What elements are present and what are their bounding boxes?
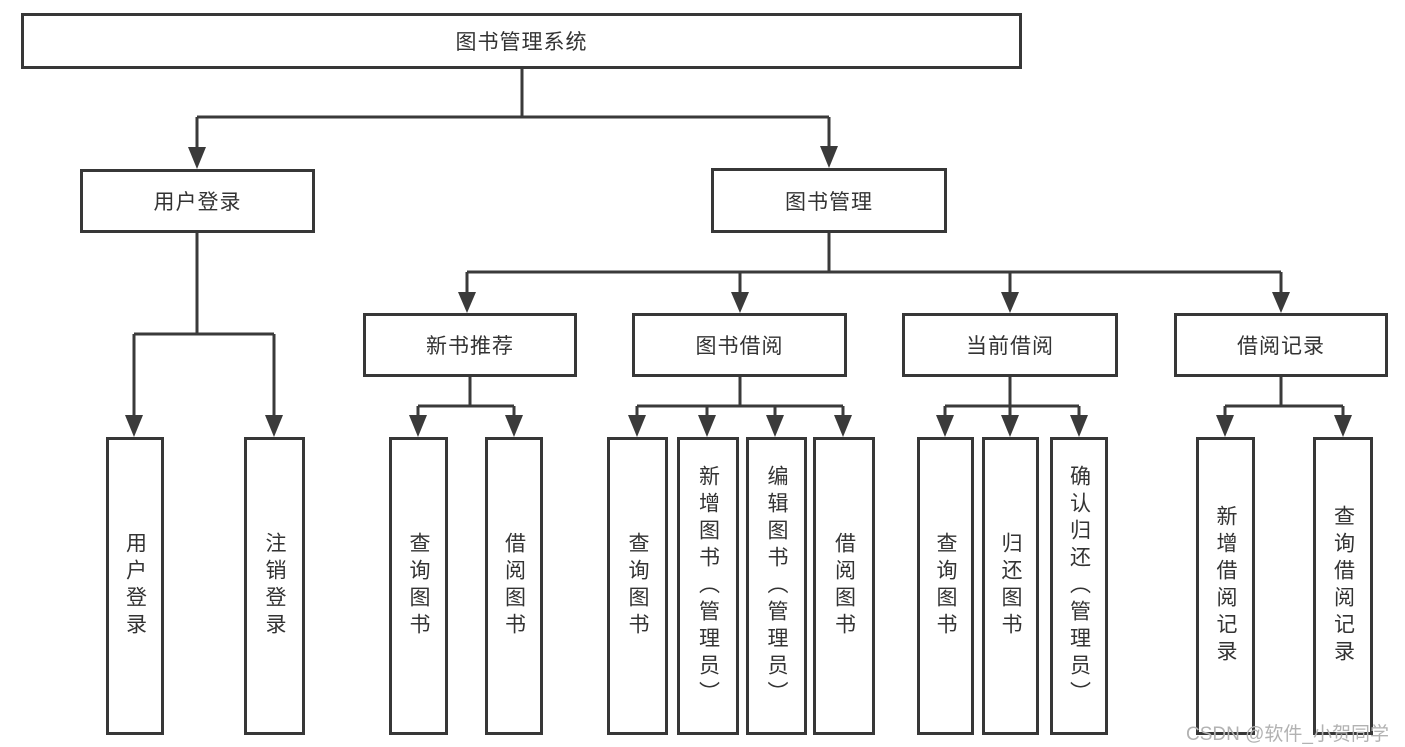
- leaf-user-login: 用户登录: [106, 437, 164, 735]
- leaf-edit-books-admin-label: 编辑图书（管理员）: [765, 464, 788, 708]
- leaf-return-books: 归还图书: [982, 437, 1039, 735]
- node-book-borrowing: 图书借阅: [632, 313, 847, 377]
- node-current-borrowing-label: 当前借阅: [966, 335, 1054, 358]
- node-borrowing-records-label: 借阅记录: [1237, 335, 1325, 358]
- leaf-confirm-return-admin-label: 确认归还（管理员）: [1067, 464, 1091, 708]
- node-root-label: 图书管理系统: [455, 31, 588, 54]
- node-book-borrowing-label: 图书借阅: [695, 335, 784, 358]
- leaf-return-books-label: 归还图书: [999, 532, 1022, 640]
- leaf-query-books-2: 查询图书: [607, 437, 668, 735]
- watermark-text: CSDN @软件_小贺同学: [1186, 724, 1389, 745]
- leaf-query-books-3: 查询图书: [917, 437, 974, 735]
- leaf-borrow-books-1: 借阅图书: [485, 437, 543, 735]
- leaf-logout-label: 注销登录: [263, 532, 286, 640]
- leaf-borrow-books-2-label: 借阅图书: [832, 532, 856, 640]
- arrowheads: [125, 146, 1352, 437]
- node-new-book-recommend: 新书推荐: [363, 313, 577, 377]
- leaf-query-books-1-label: 查询图书: [407, 532, 430, 640]
- leaf-confirm-return-admin: 确认归还（管理员）: [1050, 437, 1108, 735]
- leaf-query-books-3-label: 查询图书: [934, 532, 957, 640]
- leaf-query-borrow-record-label: 查询借阅记录: [1331, 505, 1355, 667]
- node-book-management: 图书管理: [711, 168, 947, 233]
- node-current-borrowing: 当前借阅: [902, 313, 1118, 377]
- leaf-add-books-admin-label: 新增图书（管理员）: [696, 464, 720, 708]
- leaf-query-books-1: 查询图书: [389, 437, 448, 735]
- node-user-login: 用户登录: [80, 169, 315, 233]
- leaf-borrow-books-1-label: 借阅图书: [502, 532, 526, 640]
- leaf-add-borrow-record-label: 新增借阅记录: [1214, 505, 1237, 667]
- leaf-user-login-label: 用户登录: [123, 532, 147, 640]
- node-root: 图书管理系统: [21, 13, 1022, 69]
- leaf-borrow-books-2: 借阅图书: [813, 437, 875, 735]
- leaf-query-books-2-label: 查询图书: [626, 532, 649, 640]
- leaf-add-books-admin: 新增图书（管理员）: [677, 437, 739, 735]
- leaf-edit-books-admin: 编辑图书（管理员）: [746, 437, 807, 735]
- leaf-logout: 注销登录: [244, 437, 305, 735]
- leaf-add-borrow-record: 新增借阅记录: [1196, 437, 1255, 735]
- node-borrowing-records: 借阅记录: [1174, 313, 1388, 377]
- leaf-query-borrow-record: 查询借阅记录: [1313, 437, 1373, 735]
- node-book-management-label: 图书管理: [785, 190, 873, 214]
- node-new-book-recommend-label: 新书推荐: [426, 335, 514, 358]
- node-user-login-label: 用户登录: [153, 191, 242, 214]
- connector-stems: [132, 69, 1345, 419]
